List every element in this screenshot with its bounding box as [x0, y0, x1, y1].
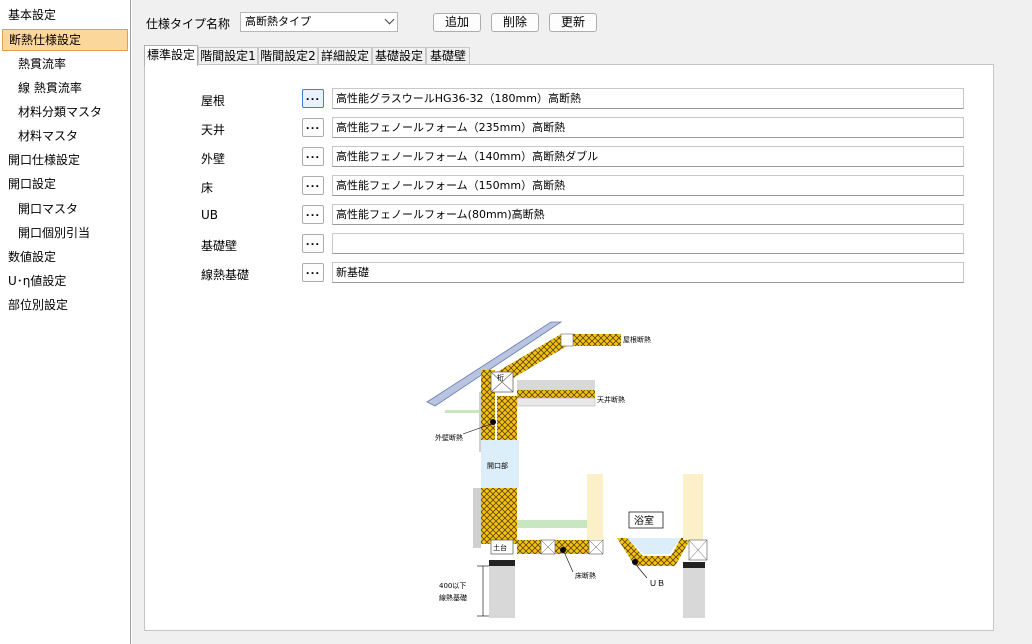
- sidebar-item-u-eta[interactable]: U･η値設定: [8, 274, 67, 288]
- row-label-floor: 床: [201, 181, 214, 195]
- ceiling-insulation-label: 天井断熱: [597, 395, 625, 404]
- beam-cross: [490, 371, 514, 393]
- linear-foundation-value-field[interactable]: 新基礎: [332, 262, 964, 283]
- ub-joist-cross: [688, 539, 708, 561]
- wall-lower-insulation: [481, 488, 517, 544]
- add-button[interactable]: 追加: [433, 13, 481, 32]
- sidebar-item-linear-heat-transmission[interactable]: 線 熱貫流率: [18, 81, 82, 95]
- foundation-left-top: [489, 560, 515, 566]
- type-name-label: 仕様タイプ名称: [146, 17, 231, 31]
- tab-panel-standard: 屋根 ... 高性能グラスウールHG36-32（180mm）高断熱 天井 ...…: [144, 64, 994, 631]
- ceiling-value-field[interactable]: 高性能フェノールフォーム（235mm）高断熱: [332, 117, 964, 138]
- ub-insulation: [617, 538, 691, 566]
- ceiling-insulation: [517, 390, 595, 398]
- wall-leader: [462, 423, 492, 435]
- floor-board: [517, 520, 601, 528]
- sidebar-item-opening-assign[interactable]: 開口個別引当: [18, 226, 91, 240]
- foundation-height-label: 400以下: [439, 582, 466, 590]
- sidebar-item-material-master[interactable]: 材料マスタ: [18, 129, 79, 143]
- foundation-left: [489, 564, 515, 618]
- tab-standard[interactable]: 標準設定: [144, 45, 198, 66]
- foundation-label: 線熱基礎: [439, 593, 467, 602]
- opening-area: [481, 440, 519, 488]
- floor-joist-2-cross: [588, 539, 604, 555]
- tab-foundation[interactable]: 基礎設定: [372, 47, 426, 65]
- roof-insulation-label: 屋根断熱: [623, 335, 651, 344]
- sidebar-item-basic[interactable]: 基本設定: [8, 8, 57, 22]
- sidebar-item-opening-master[interactable]: 開口マスタ: [18, 202, 79, 216]
- eave-line: [445, 410, 489, 413]
- insulation-section-diagram: 浴室 屋根断熱 天井断熱 外壁断熱 開口部 桁 土台: [421, 314, 709, 618]
- wall-value-field[interactable]: 高性能フェノールフォーム（140mm）高断熱ダブル: [332, 146, 964, 167]
- roof-browse-button[interactable]: ...: [302, 89, 324, 108]
- bath-right-wall: [683, 474, 703, 540]
- row-label-wall: 外壁: [201, 152, 226, 166]
- ub-browse-button[interactable]: ...: [302, 205, 324, 224]
- foundation-wall-value-field[interactable]: [332, 233, 964, 254]
- wall-insulation-label: 外壁断熱: [435, 433, 463, 442]
- floor-browse-button[interactable]: ...: [302, 176, 324, 195]
- delete-button[interactable]: 削除: [491, 13, 539, 32]
- wall-inner: [497, 396, 517, 440]
- tab-floor-gap-1[interactable]: 階間設定1: [198, 47, 258, 65]
- ub-label: ＵＢ: [649, 579, 665, 588]
- bath-left-wall: [587, 474, 603, 540]
- foundation-right-top: [683, 562, 705, 568]
- sidebar-item-numeric[interactable]: 数値設定: [8, 250, 57, 264]
- floor-insulation: [517, 540, 601, 554]
- floor-joist-1-cross: [540, 539, 556, 555]
- opening-label: 開口部: [487, 461, 508, 470]
- row-label-ub: UB: [201, 208, 219, 222]
- roof-beam: [560, 333, 574, 347]
- type-name-value: 高断熱タイプ: [245, 15, 311, 28]
- ub-value-field[interactable]: 高性能フェノールフォーム(80mm)高断熱: [332, 204, 964, 225]
- wall-lower-sheathing: [473, 488, 481, 548]
- beam-label: 桁: [497, 373, 504, 382]
- sidebar-item-part[interactable]: 部位別設定: [8, 298, 69, 312]
- floor-marker: [560, 547, 566, 553]
- foundation-right: [683, 566, 705, 618]
- update-button[interactable]: 更新: [549, 13, 597, 32]
- ub-tub: [627, 538, 681, 554]
- row-label-foundation-wall: 基礎壁: [201, 239, 238, 253]
- sidebar-item-heat-transmission[interactable]: 熱貫流率: [18, 57, 67, 71]
- chevron-down-icon: [384, 14, 395, 25]
- sidebar-item-material-category[interactable]: 材料分類マスタ: [18, 105, 103, 119]
- section-svg: 浴室 屋根断熱 天井断熱 外壁断熱 開口部 桁 土台: [426, 321, 708, 618]
- bath-label-box: [628, 511, 664, 529]
- type-name-select[interactable]: 高断熱タイプ: [240, 12, 398, 32]
- row-label-ceiling: 天井: [201, 123, 226, 137]
- sidebar-item-opening-spec[interactable]: 開口仕様設定: [8, 153, 81, 167]
- sidebar: 基本設定 断熱仕様設定 熱貫流率 線 熱貫流率 材料分類マスタ 材料マスタ 開口…: [0, 0, 131, 644]
- ub-leader: [636, 565, 648, 579]
- roof-value-field[interactable]: 高性能グラスウールHG36-32（180mm）高断熱: [332, 88, 964, 109]
- main-area: 仕様タイプ名称 高断熱タイプ 追加 削除 更新 標準設定 階間設定1 階間設定2…: [132, 0, 1032, 644]
- foundation-wall-browse-button[interactable]: ...: [302, 234, 324, 253]
- sill-box: [490, 539, 514, 555]
- row-label-linear-foundation: 線熱基礎: [201, 268, 250, 282]
- tab-floor-gap-2[interactable]: 階間設定2: [258, 47, 318, 65]
- linear-foundation-browse-button[interactable]: ...: [302, 263, 324, 282]
- ceiling-board: [516, 397, 596, 407]
- wall-browse-button[interactable]: ...: [302, 147, 324, 166]
- sidebar-item-opening-settings[interactable]: 開口設定: [8, 177, 57, 191]
- tab-foundation-wall[interactable]: 基礎壁: [426, 47, 470, 65]
- floor-leader: [564, 553, 574, 573]
- floor-insulation-label: 床断熱: [575, 571, 596, 580]
- ceiling-browse-button[interactable]: ...: [302, 118, 324, 137]
- sill-label: 土台: [493, 543, 507, 552]
- tab-detail[interactable]: 詳細設定: [318, 47, 372, 65]
- row-label-roof: 屋根: [201, 94, 226, 108]
- wall-marker: [490, 419, 496, 425]
- ub-marker: [632, 559, 638, 565]
- bath-label: 浴室: [634, 514, 654, 527]
- floor-value-field[interactable]: 高性能フェノールフォーム（150mm）高断熱: [332, 175, 964, 196]
- roof-board: [426, 321, 563, 407]
- sidebar-item-insulation-spec[interactable]: 断熱仕様設定: [2, 29, 128, 51]
